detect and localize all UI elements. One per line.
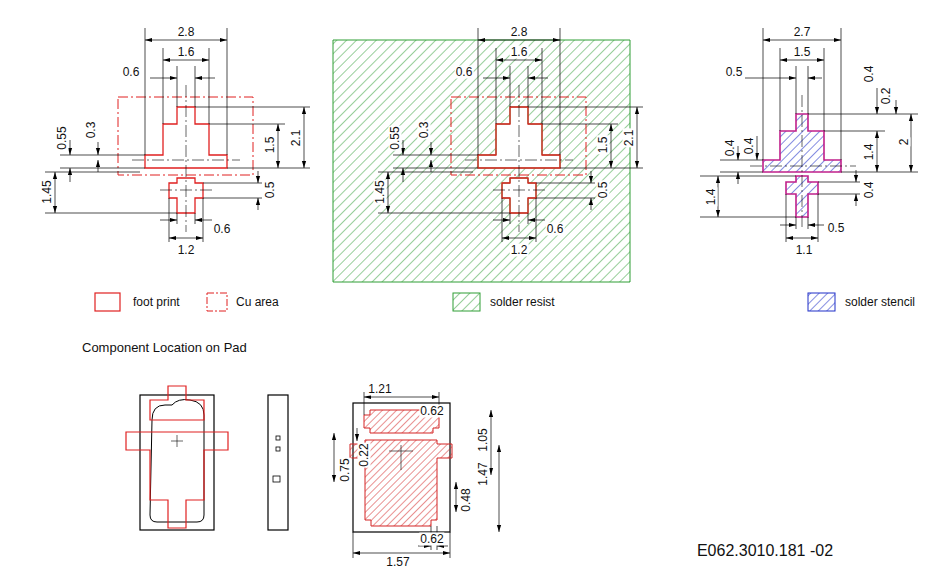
dimension-label: 2.7	[793, 26, 812, 39]
footprint-view	[45, 28, 310, 242]
dimension-label: 0.3	[85, 121, 98, 140]
dimension-label: 1.1	[795, 244, 814, 257]
solder-resist-view	[378, 28, 643, 242]
component-outline-view	[126, 386, 288, 530]
drawing-number: E062.3010.181 -02	[696, 542, 834, 560]
dimension-label: 1.05	[477, 427, 490, 452]
dimension-label: 0.6	[213, 223, 232, 236]
dimension-label: 0.62	[419, 405, 444, 418]
dimension-label: 1.2	[177, 244, 196, 257]
dimension-label: 2.8	[510, 26, 529, 39]
dimension-label: 1.6	[177, 46, 196, 59]
dimension-label: 0.4	[724, 139, 737, 158]
dimension-label: 0.5	[597, 181, 610, 200]
dimension-label: 1.5	[264, 136, 277, 155]
dimension-label: 0.4	[743, 137, 756, 156]
dimension-label: 1.57	[385, 556, 410, 569]
dimension-label: 1.6	[510, 46, 529, 59]
dimension-label: 0.5	[827, 222, 846, 235]
legend-label: solder resist	[490, 295, 555, 309]
legend-label: foot print	[133, 295, 180, 309]
dimension-label: 0.2	[880, 87, 893, 106]
dimension-label: 1.21	[367, 383, 392, 396]
dimension-label: 0.75	[339, 457, 352, 482]
dimension-label: 1.5	[597, 136, 610, 155]
section-title: Component Location on Pad	[81, 340, 248, 355]
dimension-label: 0.22	[358, 442, 371, 467]
dimension-label: 1.4	[705, 188, 718, 207]
dimension-label: 1.45	[41, 179, 54, 204]
dimension-label: 2.1	[623, 129, 636, 148]
dimension-label: 1.47	[477, 461, 490, 486]
solder-stencil-view	[700, 28, 918, 242]
dimension-label: 2.8	[177, 26, 196, 39]
legend-label: Cu area	[236, 295, 279, 309]
dimension-label: 2.1	[290, 129, 303, 148]
footprint-sample	[95, 293, 120, 311]
dimension-label: 0.6	[455, 66, 474, 79]
dimension-label: 0.55	[389, 125, 402, 150]
solder-stencil-sample	[808, 293, 835, 311]
dimension-label: 1.2	[510, 244, 529, 257]
dimension-label: 0.3	[418, 121, 431, 140]
dimension-label: 1.4	[863, 143, 876, 162]
dimension-label: 0.4	[863, 65, 876, 84]
dimension-label: 1.5	[793, 46, 812, 59]
dimension-label: 0.5	[264, 181, 277, 200]
dimension-label: 0.62	[419, 533, 444, 546]
dimension-label: 2	[898, 138, 911, 147]
dimension-label: 0.6	[122, 66, 141, 79]
solder-resist-sample	[453, 293, 480, 311]
component-pad-view	[334, 392, 499, 558]
dimension-label: 0.4	[863, 181, 876, 200]
dimension-label: 0.55	[56, 125, 69, 150]
dimension-label: 0.6	[546, 223, 565, 236]
dimension-label: 0.5	[725, 66, 744, 79]
dimension-label: 1.45	[374, 179, 387, 204]
cu-area-sample	[207, 293, 227, 311]
legend-label: solder stencil	[845, 295, 915, 309]
solder-resist-area	[333, 40, 630, 282]
dimension-label: 0.48	[460, 487, 473, 512]
